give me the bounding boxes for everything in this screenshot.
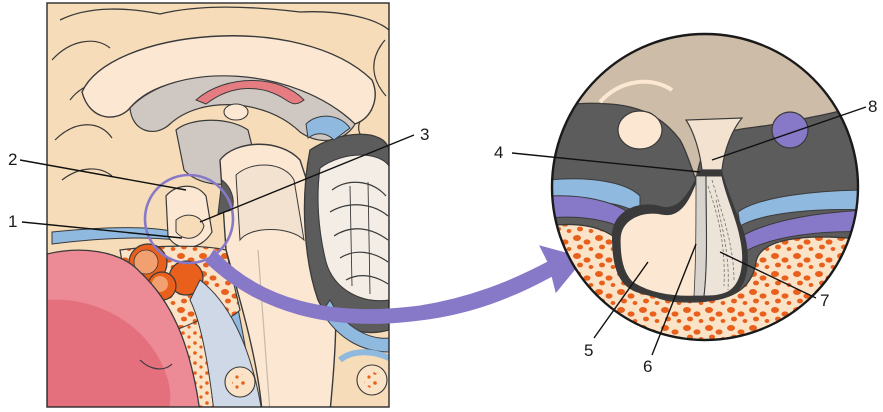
- callout-8: 8: [868, 97, 877, 116]
- sagittal-brain-section: [47, 3, 389, 412]
- callout-7: 7: [820, 291, 829, 310]
- callout-5: 5: [584, 341, 593, 360]
- callout-4: 4: [494, 143, 503, 162]
- callout-1: 1: [8, 212, 17, 231]
- intermediate-lobe: [694, 176, 707, 296]
- callout-6: 6: [643, 357, 652, 376]
- callout-3: 3: [420, 125, 429, 144]
- callout-2: 2: [8, 150, 17, 169]
